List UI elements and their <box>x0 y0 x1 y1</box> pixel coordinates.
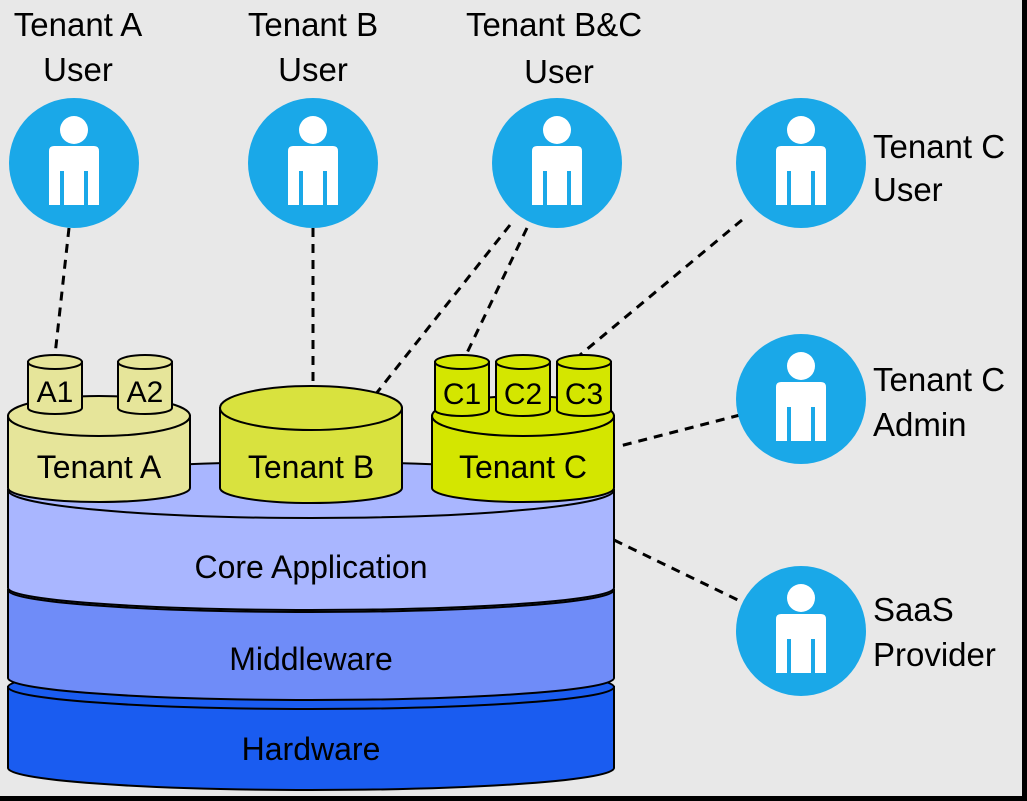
connector-lines <box>53 218 743 604</box>
db-a2 <box>117 354 173 415</box>
user-label-line2: Provider <box>873 636 996 673</box>
user-tenant-b <box>248 98 378 228</box>
tenant-c-label: Tenant C <box>459 449 587 485</box>
user-label-line1: Tenant C <box>873 128 1005 165</box>
db-c3 <box>556 354 612 417</box>
db-c2-label: C2 <box>504 378 542 411</box>
user-label-line2: User <box>873 171 943 208</box>
user-label-line2: User <box>43 51 113 88</box>
user-tenant-c <box>736 98 866 228</box>
tenant-b-database <box>219 385 403 504</box>
tenant-a-label: Tenant A <box>37 449 162 485</box>
user-label-line2: User <box>278 51 348 88</box>
middleware-label: Middleware <box>229 641 393 677</box>
user-label-line1: Tenant C <box>873 361 1005 398</box>
user-label-line2: User <box>524 53 594 90</box>
user-saas-provider <box>736 566 866 696</box>
db-a1 <box>27 354 83 415</box>
db-a1-label: A1 <box>37 376 74 409</box>
user-tenant-a <box>9 98 139 228</box>
user-label-line1: Tenant B&C <box>466 6 642 43</box>
user-label-line1: SaaS <box>873 591 954 628</box>
user-tenant-bc <box>492 98 622 228</box>
user-label-line2: Admin <box>873 406 967 443</box>
core-application-label: Core Application <box>194 549 427 585</box>
db-c3-label: C3 <box>565 378 603 411</box>
user-label-line1: Tenant B <box>248 6 378 43</box>
db-c1-label: C1 <box>443 378 481 411</box>
tenant-b-label: Tenant B <box>248 449 374 485</box>
user-tenant-c-admin <box>736 334 866 464</box>
user-label-line1: Tenant A <box>14 6 142 43</box>
db-c1 <box>434 354 490 417</box>
db-c2 <box>495 354 551 417</box>
db-a2-label: A2 <box>127 376 164 409</box>
hardware-label: Hardware <box>242 731 381 767</box>
